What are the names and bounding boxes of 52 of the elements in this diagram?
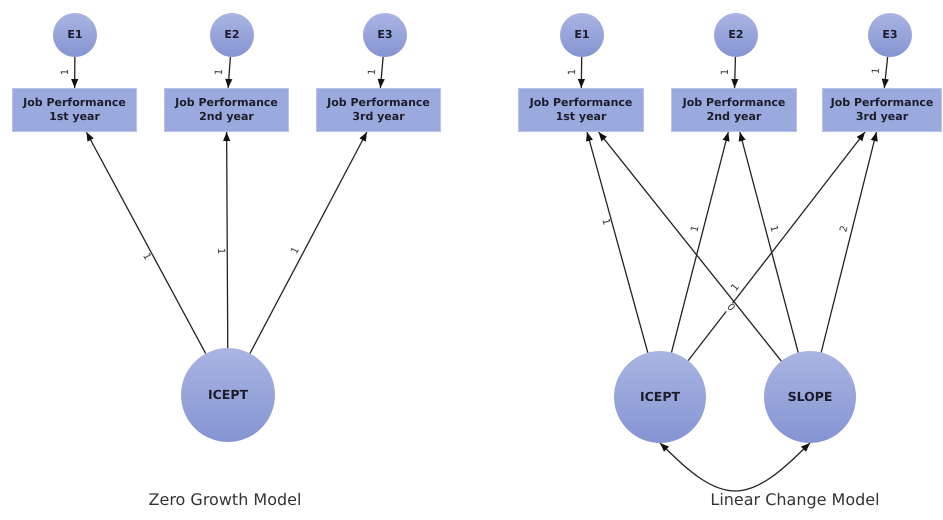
- arrow: [882, 56, 889, 88]
- latent-variable-circle: [560, 13, 604, 57]
- latent-variable-circle: [363, 13, 407, 57]
- path-coefficient-label: 1: [720, 68, 732, 77]
- path-coefficient-label: 0: [724, 302, 737, 315]
- arrow: [598, 132, 782, 362]
- observed-variable-box: [822, 88, 942, 132]
- arrow: [223, 132, 230, 348]
- observed-variable-box: [316, 88, 441, 132]
- arrow: [820, 132, 878, 353]
- model-caption: Zero Growth Model: [148, 490, 302, 509]
- arrow: [688, 132, 866, 362]
- arrow: [578, 57, 586, 88]
- node-label: E3: [377, 28, 393, 42]
- node-label: Job Performance 1st year: [528, 96, 634, 124]
- node-label: E2: [728, 28, 744, 42]
- observed-variable-box: [12, 88, 137, 132]
- node-label: SLOPE: [788, 388, 832, 406]
- node-label: ICEPT: [208, 386, 248, 404]
- node-label: Job Performance 1st year: [22, 96, 127, 124]
- node-label: Job Performance 2nd year: [174, 96, 279, 124]
- node-label: Job Performance 2nd year: [681, 96, 786, 124]
- path-coefficient-label: 1: [215, 246, 226, 256]
- node-label: E1: [574, 28, 590, 42]
- arrow: [586, 132, 648, 353]
- path-coefficient-label: 1: [567, 68, 578, 77]
- node-label: E3: [882, 28, 898, 42]
- observed-variable-box: [671, 88, 797, 132]
- latent-variable-circle: [868, 13, 912, 57]
- latent-variable-circle: [714, 13, 758, 57]
- arrow: [249, 132, 368, 354]
- path-coefficient-label: 1: [367, 67, 378, 76]
- arrow: [378, 56, 385, 88]
- arrow: [660, 442, 810, 492]
- path-coefficient-label: 1: [872, 66, 882, 76]
- arrow: [225, 56, 232, 88]
- arrow: [731, 56, 738, 88]
- arrow: [738, 132, 799, 353]
- latent-variable-circle: [53, 13, 97, 57]
- path-coefficient-label: 1: [60, 68, 71, 77]
- node-label: Job Performance 3rd year: [326, 96, 431, 124]
- model-caption: Linear Change Model: [710, 490, 880, 509]
- node-label: E2: [224, 28, 240, 42]
- arrow: [670, 132, 730, 353]
- arrow: [71, 57, 78, 88]
- node-label: E1: [67, 28, 83, 42]
- observed-variable-box: [518, 88, 644, 132]
- node-label: ICEPT: [640, 388, 680, 406]
- arrow: [86, 132, 206, 354]
- latent-variable-circle: [210, 13, 254, 57]
- observed-variable-box: [164, 88, 289, 132]
- node-label: Job Performance 3rd year: [829, 96, 934, 124]
